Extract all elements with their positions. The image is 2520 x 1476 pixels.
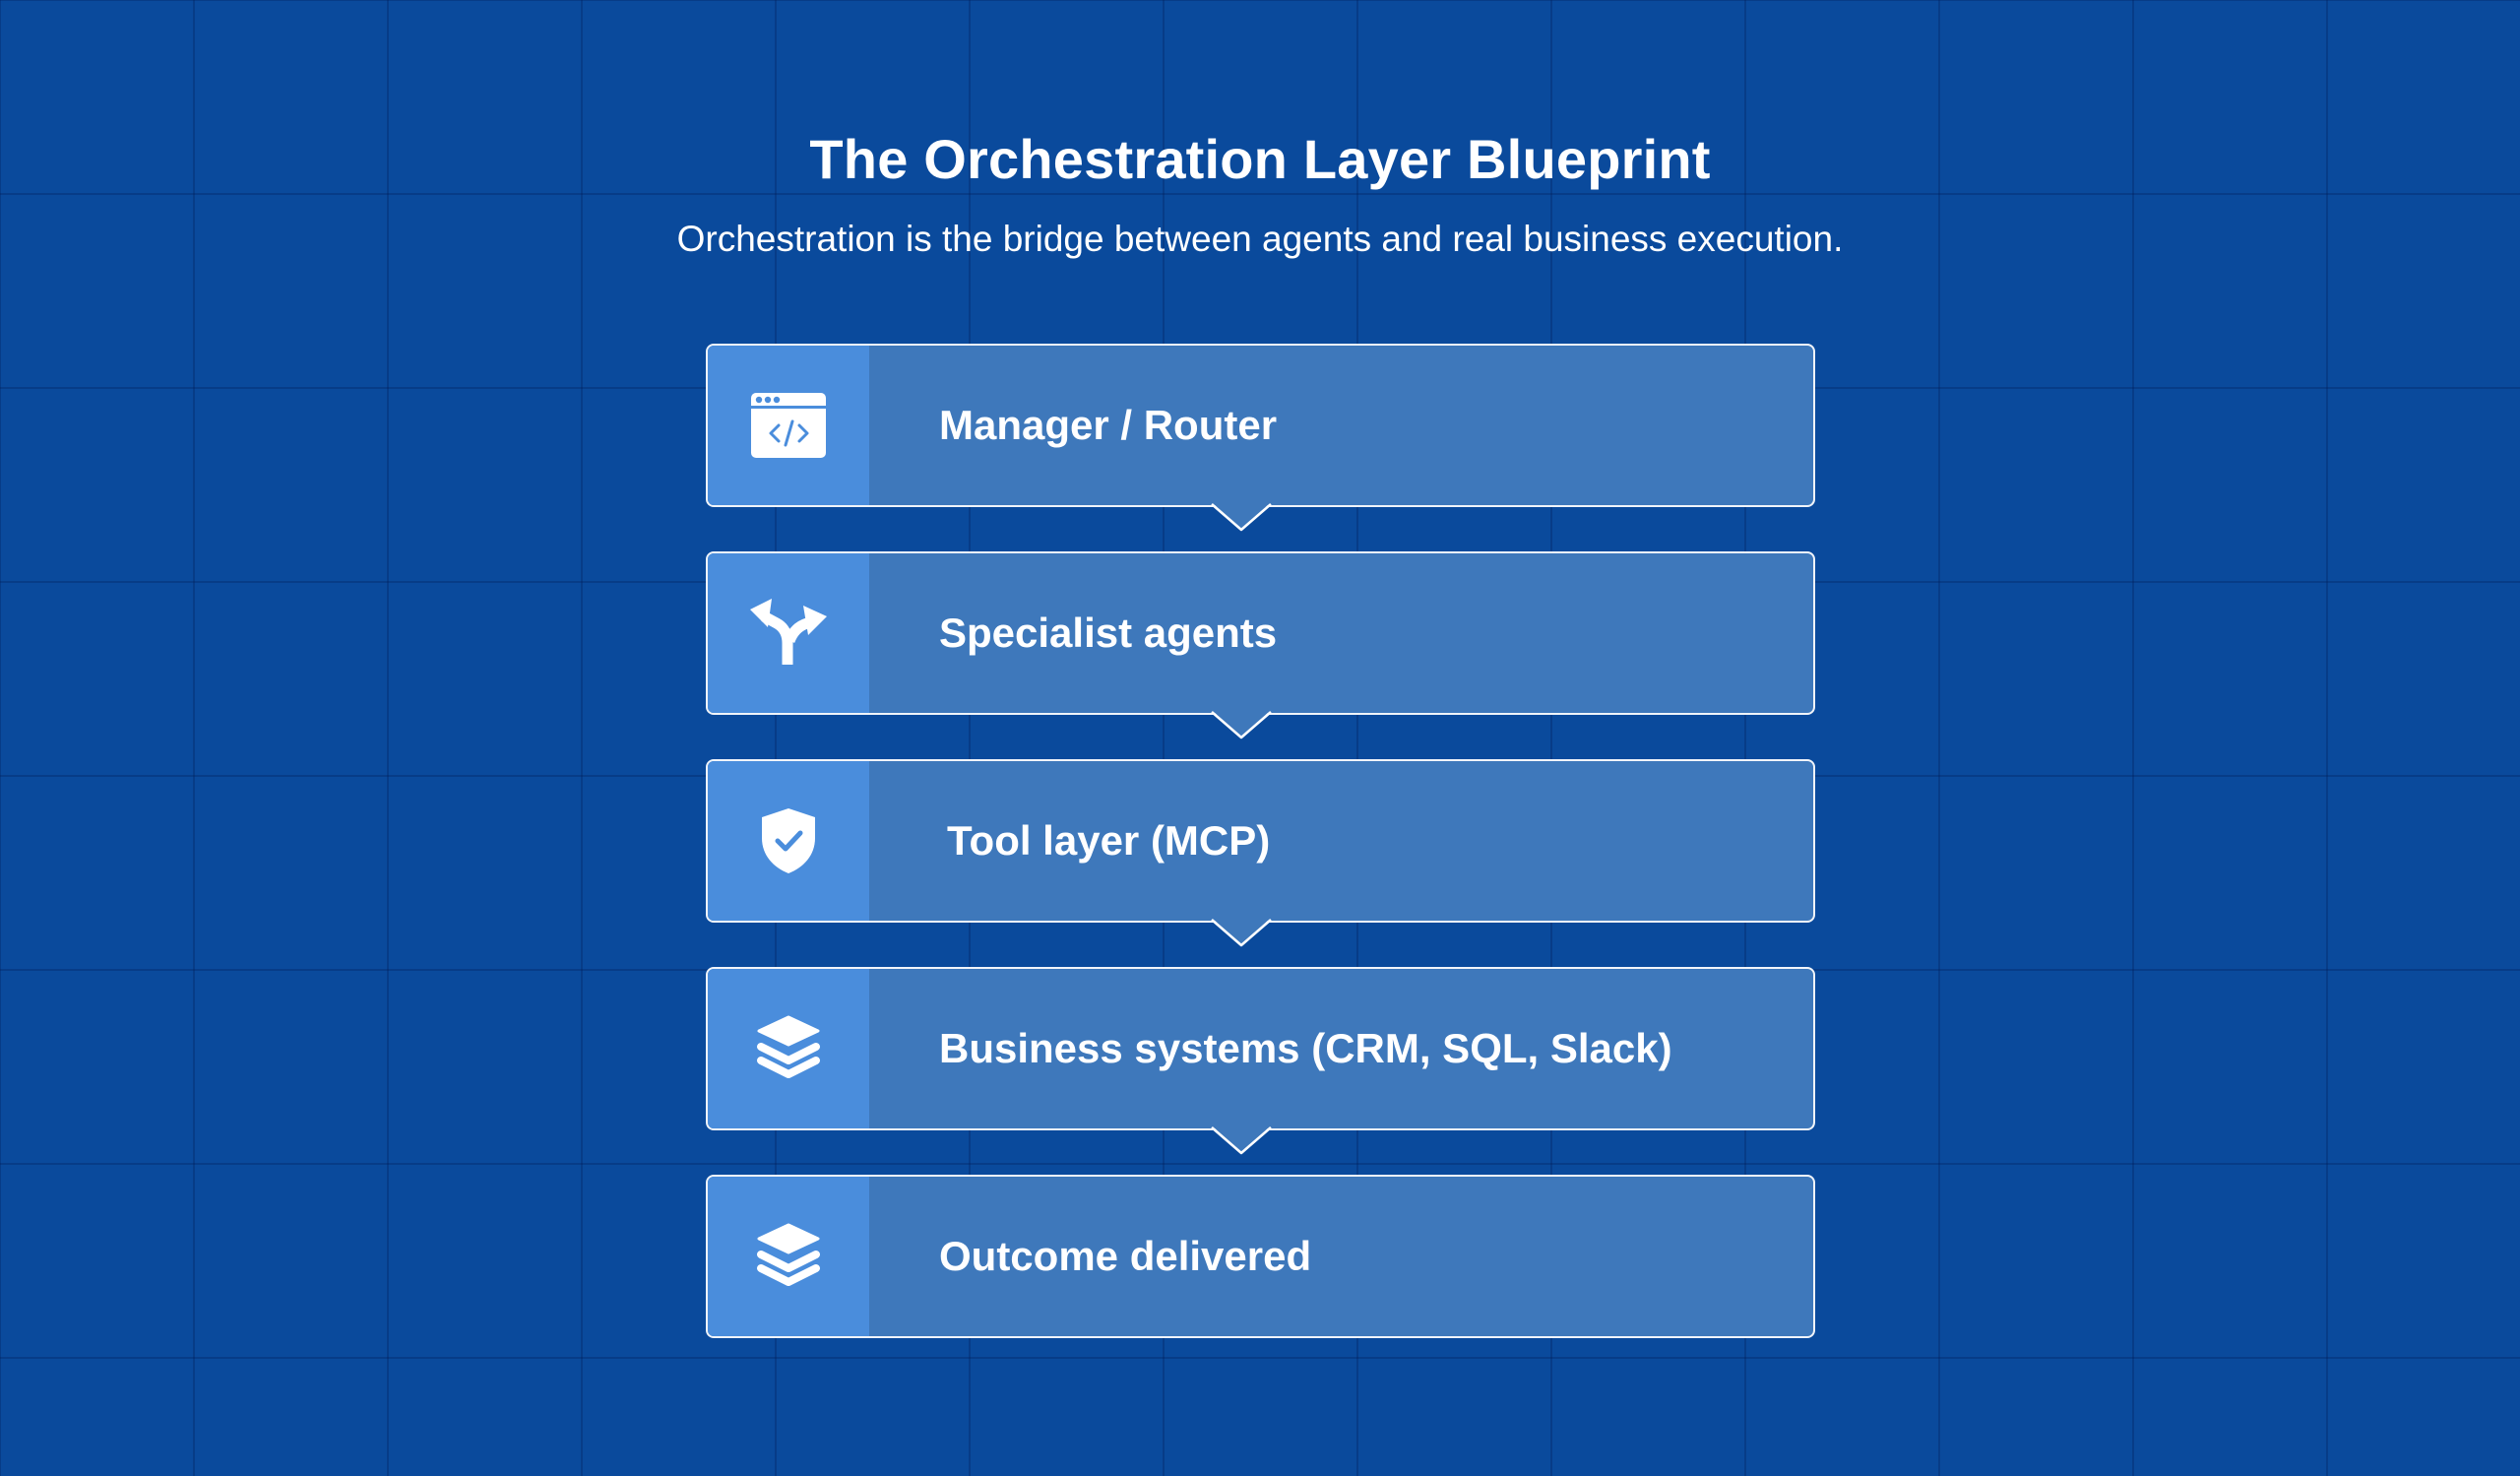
step-label: Tool layer (MCP) xyxy=(947,817,1271,864)
step-label: Manager / Router xyxy=(939,402,1278,448)
step-icon-cell xyxy=(708,1177,869,1336)
page-subtitle: Orchestration is the bridge between agen… xyxy=(676,219,1844,259)
step-icon-cell xyxy=(708,553,869,713)
layers-icon xyxy=(755,1014,822,1083)
step-label: Specialist agents xyxy=(939,610,1278,656)
layers-icon xyxy=(755,1222,822,1291)
step-outcome-delivered: Outcome delivered xyxy=(706,1175,1815,1338)
step-icon-cell xyxy=(708,346,869,505)
step-tool-layer: Tool layer (MCP) xyxy=(706,759,1815,947)
step-icon-cell xyxy=(708,761,869,921)
step-box: Tool layer (MCP) xyxy=(706,759,1815,923)
step-manager-router: Manager / Router xyxy=(706,344,1815,532)
step-icon-cell xyxy=(708,969,869,1128)
step-box: Specialist agents xyxy=(706,551,1815,715)
step-box: Manager / Router xyxy=(706,344,1815,507)
browser-code-icon xyxy=(749,391,828,460)
step-business-systems: Business systems (CRM, SQL, Slack) xyxy=(706,967,1815,1155)
step-label: Business systems (CRM, SQL, Slack) xyxy=(939,1025,1672,1071)
page-title: The Orchestration Layer Blueprint xyxy=(809,128,1711,190)
step-specialist-agents: Specialist agents xyxy=(706,551,1815,739)
step-label: Outcome delivered xyxy=(939,1233,1312,1279)
step-box: Outcome delivered xyxy=(706,1175,1815,1338)
step-box: Business systems (CRM, SQL, Slack) xyxy=(706,967,1815,1130)
shield-check-icon xyxy=(759,806,818,875)
split-arrows-icon xyxy=(747,598,830,669)
